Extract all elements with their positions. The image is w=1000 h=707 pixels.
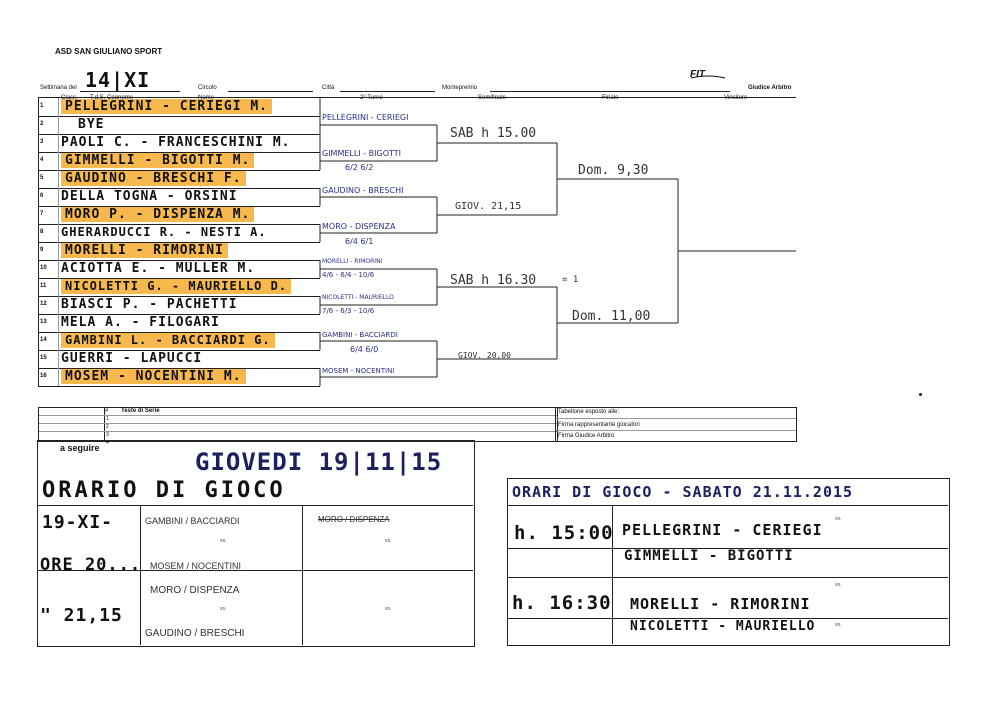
entry-name: BIASCI P. - PACHETTI xyxy=(61,297,238,312)
round2-score: 6/2 6/2 xyxy=(345,163,374,172)
left-schedule-day: GIOVEDI 19|11|15 xyxy=(195,448,443,476)
left-ore1: ORE 20... xyxy=(40,555,142,575)
round2-name: GIMMELLI - BIGOTTI xyxy=(322,149,401,158)
round2-name: GAUDINO - BRESCHI xyxy=(322,186,404,195)
round2-name: MORO - DISPENZA xyxy=(322,222,396,231)
left-match: GAMBINI / BACCIARDI xyxy=(145,516,240,526)
giudice-label: Giudice Arbitro xyxy=(748,85,792,91)
semifinal-time: SAB h 15.00 xyxy=(450,126,537,141)
col-tds-cognome: T.d.S. Cognome xyxy=(90,95,134,101)
round2-score: 7/6 - 6/3 - 10/6 xyxy=(322,307,375,315)
entry-name: MORO P. - DISPENZA M. xyxy=(61,207,255,222)
bracket-lines xyxy=(319,98,796,386)
entry-name: MORELLI - RIMORINI xyxy=(61,243,228,258)
entry-name: GUERRI - LAPUCCI xyxy=(61,351,203,366)
right-match: NICOLETTI - MAURIELLO xyxy=(630,619,816,634)
semifinal-time: GIOV. 21,15 xyxy=(455,201,522,212)
col-vincitore: Vincitore xyxy=(724,95,748,101)
entry-name: DELLA TOGNA - ORSINI xyxy=(61,189,238,204)
a-seguire-label: a seguire xyxy=(60,443,100,453)
entry-name: GAUDINO - BRESCHI F. xyxy=(61,171,246,186)
montepremio-label: Montepremio xyxy=(442,85,478,91)
right-match: GIMMELLI - BIGOTTI xyxy=(624,548,794,564)
entry-name: NICOLETTI G. - MAURIELLO D. xyxy=(61,279,292,294)
entry-name: BYE xyxy=(78,117,105,132)
round2-score: 4/6 - 6/4 - 10/6 xyxy=(322,271,375,279)
left-match: MOSEM / NOCENTINI xyxy=(150,561,242,571)
circolo-label: Circolo xyxy=(198,85,217,91)
round2-name: NICOLETTI - MAURIELLO xyxy=(322,294,394,301)
entry-name: PAOLI C. - FRANCESCHINI M. xyxy=(61,135,291,150)
seeds-hash: # xyxy=(105,408,109,414)
firma-giudice-label: Firma Giudice Arbitro xyxy=(558,433,615,439)
right-schedule-title: ORARI DI GIOCO - SABATO 21.11.2015 xyxy=(512,483,854,501)
firma-rapp-label: Firma rappresentante giocatori xyxy=(558,422,640,428)
semifinal-time: GIOV. 20,00 xyxy=(458,351,511,360)
final-time: Dom. 9,30 xyxy=(578,163,649,178)
left-schedule-title: ORARIO DI GIOCO xyxy=(42,478,286,503)
club-name: ASD SAN GIULIANO SPORT xyxy=(55,47,163,56)
entry-name: MOSEM - NOCENTINI M. xyxy=(61,369,246,384)
tabellone-label: Tabellone esposto alle: xyxy=(558,409,620,415)
semifinal-mark: = 1 xyxy=(562,275,579,285)
week-label: Settimana del xyxy=(40,85,77,91)
col-turno2: 2° Turno xyxy=(360,95,383,101)
col-semifinale: Semifinale xyxy=(478,95,507,101)
left-crossed-match: MORO / DISPENZA xyxy=(318,515,390,524)
right-time: h. 16:30 xyxy=(512,592,612,614)
round2-name: GAMBINI - BACCIARDI xyxy=(322,331,398,339)
entry-name: PELLEGRINI - CERIEGI M. xyxy=(61,99,273,114)
entry-name: GIMMELLI - BIGOTTI M. xyxy=(61,153,255,168)
semifinal-time: SAB h 16.30 xyxy=(450,273,537,288)
round2-name: MORELLI - RIMORINI xyxy=(322,258,383,265)
final-time: Dom. 11,00 xyxy=(572,309,651,324)
left-schedule-box xyxy=(37,440,475,647)
left-match: MORO / DISPENZA xyxy=(150,585,240,596)
dot-mark xyxy=(919,393,922,396)
col-class: Class. xyxy=(61,95,78,101)
round2-score: 6/4 6/1 xyxy=(345,237,374,246)
right-match: MORELLI - RIMORINI xyxy=(630,595,811,613)
citta-label: Città xyxy=(322,85,335,91)
entry-name: GAMBINI L. - BACCIARDI G. xyxy=(61,333,275,348)
col-finale: Finale xyxy=(602,95,619,101)
seeds-label: Teste di Serie xyxy=(121,408,160,414)
round2-name: PELLEGRINI - CERIEGI xyxy=(322,113,409,122)
left-match: GAUDINO / BRESCHI xyxy=(145,628,245,639)
entry-name: GHERARDUCCI R. - NESTI A. xyxy=(61,225,267,239)
right-schedule-box xyxy=(507,478,950,646)
week-value: 14|XI xyxy=(85,68,151,92)
entry-name: ACIOTTA E. - MULLER M. xyxy=(61,261,256,276)
right-time: h. 15:00 xyxy=(514,522,614,544)
fit-logo: FIT xyxy=(690,64,730,80)
round2-name: MOSEM - NOCENTINI xyxy=(322,367,395,375)
entry-name: MELA A. - FILOGARI xyxy=(61,315,220,330)
officials-box: Tabellone esposto alle: Firma rappresent… xyxy=(555,407,797,442)
left-date: 19-XI- xyxy=(42,512,114,533)
round2-score: 6/4 6/0 xyxy=(350,345,379,354)
left-ore2: " 21,15 xyxy=(40,605,123,626)
col-nome: Nome xyxy=(198,95,215,101)
right-match: PELLEGRINI - CERIEGI xyxy=(622,521,823,539)
